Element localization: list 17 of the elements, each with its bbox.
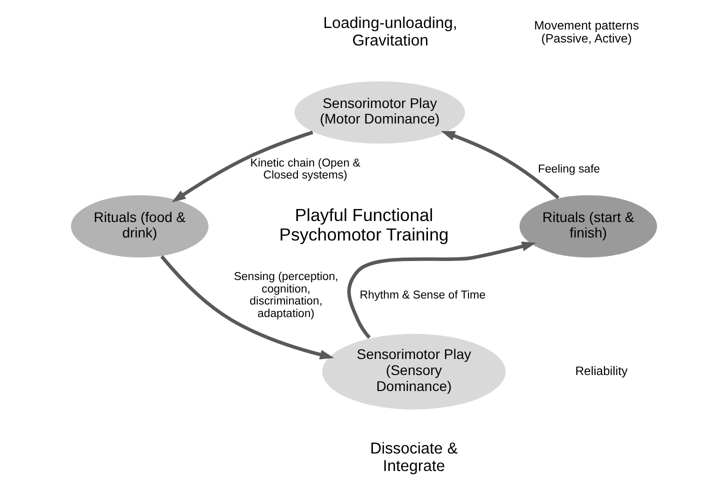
label: Reliability: [575, 364, 628, 378]
arrow: [160, 255, 334, 360]
node-label: Dissociate & Integrate: [370, 440, 458, 475]
arrow: [172, 130, 314, 202]
edge-label: Sensing (perception, cognition, discrimination, adaptation): [234, 271, 338, 320]
label: Playful Functional Psychomotor Training: [279, 205, 449, 244]
arrow: [347, 242, 536, 339]
label: Movement patterns (Passive, Active): [534, 18, 639, 46]
node-ellipse: Sensorimotor Play (Motor Dominance): [294, 80, 466, 144]
edge-label: Feeling safe: [538, 163, 600, 176]
node-ellipse: Rituals (start & finish): [518, 194, 658, 258]
node-ellipse: Rituals (food & drink): [70, 194, 210, 258]
edge-label: Kinetic chain (Open & Closed systems): [250, 157, 360, 182]
node-label: Loading-unloading, Gravitation: [323, 14, 458, 50]
edge-label: Rhythm & Sense of Time: [360, 290, 486, 302]
arrow: [440, 131, 560, 200]
node-ellipse: Sensorimotor Play (Sensory Dominance): [321, 332, 507, 410]
